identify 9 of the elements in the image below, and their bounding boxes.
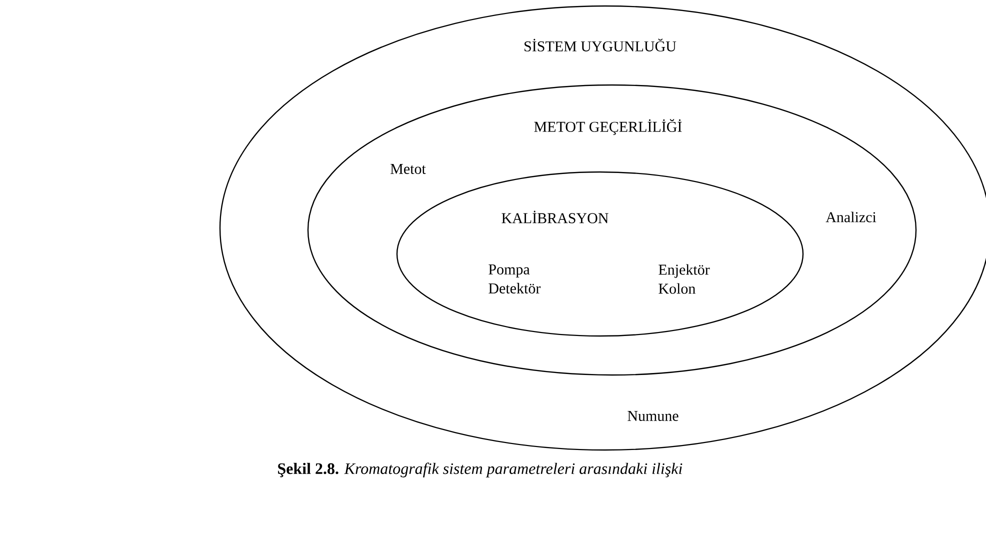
region-title: METOT GEÇERLİLİĞİ — [534, 119, 682, 135]
parameter-label: Enjektör Kolon — [658, 264, 710, 294]
parameter-label: Pompa Detektör — [488, 264, 541, 294]
figure-caption: Şekil 2.8. Kromatografik sistem parametreleri arasındaki ilişki — [278, 462, 682, 478]
region-title: KALİBRASYON — [502, 210, 608, 224]
parameter-label: Numune — [628, 411, 678, 421]
region-title: SİSTEM UYGUNLUĞU — [524, 38, 676, 52]
parameter-label: Metot — [390, 164, 426, 174]
parameter-label: Analizci — [826, 212, 876, 222]
